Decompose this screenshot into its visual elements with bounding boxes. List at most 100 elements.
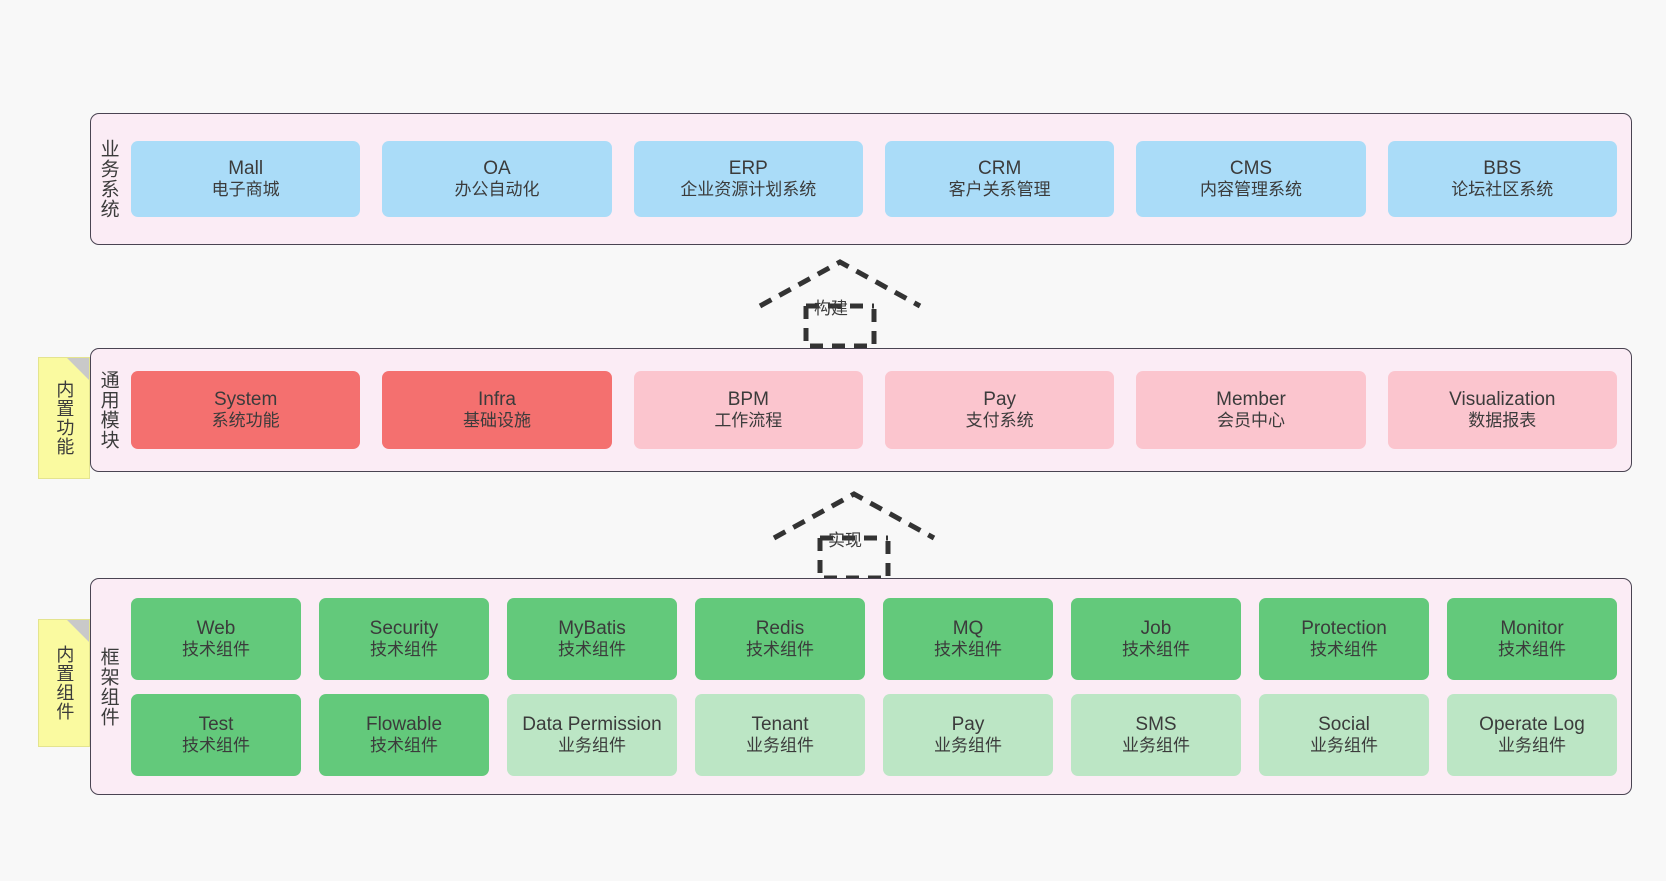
box-title: SMS <box>1135 713 1177 735</box>
box-title: Data Permission <box>522 713 662 735</box>
framework-box-test[interactable]: Test 技术组件 <box>131 693 301 776</box>
framework-box-mq[interactable]: MQ 技术组件 <box>883 597 1053 680</box>
framework-box-web[interactable]: Web 技术组件 <box>131 597 301 680</box>
box-title: Security <box>369 617 439 639</box>
layer-body-business: Mall 电子商城 OA 办公自动化 ERP 企业资源计划系统 CRM 客户关系… <box>125 114 1631 244</box>
box-subtitle: 工作流程 <box>714 411 783 431</box>
layer-panel-modules: 通用模块 System 系统功能 Infra 基础设施 BPM 工作流程 Pay… <box>90 348 1632 472</box>
box-subtitle: 客户关系管理 <box>948 180 1051 200</box>
business-box-crm[interactable]: CRM 客户关系管理 <box>884 141 1115 217</box>
framework-box-job[interactable]: Job 技术组件 <box>1071 597 1241 680</box>
box-subtitle: 技术组件 <box>370 639 438 659</box>
box-subtitle: 办公自动化 <box>454 180 540 200</box>
box-subtitle: 系统功能 <box>211 411 280 431</box>
box-title: Social <box>1318 713 1370 735</box>
box-title: Test <box>198 713 234 735</box>
framework-row-business: Test 技术组件 Flowable 技术组件 Data Permission … <box>131 693 1617 776</box>
box-title: Job <box>1140 617 1172 639</box>
framework-row-technical: Web 技术组件 Security 技术组件 MyBatis 技术组件 Redi… <box>131 597 1617 680</box>
box-title: Protection <box>1301 617 1387 639</box>
box-subtitle: 技术组件 <box>1310 639 1378 659</box>
layer-body-framework: Web 技术组件 Security 技术组件 MyBatis 技术组件 Redi… <box>125 579 1631 794</box>
box-title: Member <box>1216 389 1286 411</box>
framework-box-pay[interactable]: Pay 业务组件 <box>883 693 1053 776</box>
box-title: ERP <box>728 158 768 180</box>
box-title: Web <box>196 617 236 639</box>
layer-label-framework: 框架组件 <box>97 646 119 727</box>
note-label: 内置组件 <box>54 645 75 721</box>
sticky-note-builtin-component: 内置组件 <box>38 619 90 747</box>
arrow-build: 构建 <box>752 258 928 350</box>
box-subtitle: 数据报表 <box>1468 411 1537 431</box>
box-subtitle: 业务组件 <box>934 735 1002 755</box>
framework-box-tenant[interactable]: Tenant 业务组件 <box>695 693 865 776</box>
module-box-member[interactable]: Member 会员中心 <box>1136 371 1366 449</box>
box-title: Visualization <box>1449 389 1556 411</box>
box-title: Flowable <box>365 713 443 735</box>
box-subtitle: 技术组件 <box>182 639 250 659</box>
box-subtitle: 业务组件 <box>746 735 814 755</box>
framework-box-flowable[interactable]: Flowable 技术组件 <box>319 693 489 776</box>
box-subtitle: 论坛社区系统 <box>1451 180 1554 200</box>
box-title: MyBatis <box>558 617 626 639</box>
box-subtitle: 内容管理系统 <box>1199 180 1302 200</box>
box-title: MQ <box>952 617 984 639</box>
box-title: Pay <box>951 713 985 735</box>
box-title: CRM <box>978 158 1022 180</box>
sticky-note-builtin-function: 内置功能 <box>38 357 90 479</box>
framework-box-social[interactable]: Social 业务组件 <box>1259 693 1429 776</box>
arrow-label-implement: 实现 <box>828 531 862 550</box>
box-title: Tenant <box>751 713 809 735</box>
box-subtitle: 会员中心 <box>1216 411 1285 431</box>
box-title: Redis <box>755 617 805 639</box>
box-subtitle: 企业资源计划系统 <box>680 180 817 200</box>
arrow-label-build: 构建 <box>814 299 848 318</box>
arrow-head-path <box>772 491 936 541</box>
business-box-oa[interactable]: OA 办公自动化 <box>382 141 612 217</box>
box-title: Infra <box>477 389 516 411</box>
layer-label-business: 业务系统 <box>97 139 119 219</box>
framework-box-mybatis[interactable]: MyBatis 技术组件 <box>507 597 677 680</box>
framework-box-operate-log[interactable]: Operate Log 业务组件 <box>1447 693 1617 776</box>
module-box-pay[interactable]: Pay 支付系统 <box>884 371 1115 449</box>
box-subtitle: 业务组件 <box>1498 735 1566 755</box>
box-subtitle: 业务组件 <box>1310 735 1378 755</box>
box-title: BBS <box>1483 158 1522 180</box>
framework-box-redis[interactable]: Redis 技术组件 <box>695 597 865 680</box>
framework-box-protection[interactable]: Protection 技术组件 <box>1259 597 1429 680</box>
module-box-infra[interactable]: Infra 基础设施 <box>382 371 612 449</box>
box-subtitle: 业务组件 <box>1122 735 1190 755</box>
box-title: Operate Log <box>1479 713 1585 735</box>
framework-box-data-permission[interactable]: Data Permission 业务组件 <box>507 693 677 776</box>
layer-label-modules: 通用模块 <box>97 370 119 450</box>
note-fold-corner-icon <box>67 620 89 642</box>
box-title: BPM <box>727 389 769 411</box>
module-box-bpm[interactable]: BPM 工作流程 <box>633 371 863 449</box>
note-label: 内置功能 <box>54 380 75 456</box>
box-subtitle: 支付系统 <box>965 411 1034 431</box>
module-box-visualization[interactable]: Visualization 数据报表 <box>1387 371 1617 449</box>
framework-box-monitor[interactable]: Monitor 技术组件 <box>1447 597 1617 680</box>
box-subtitle: 技术组件 <box>1498 639 1566 659</box>
business-box-mall[interactable]: Mall 电子商城 <box>131 141 361 217</box>
layer-panel-framework: 框架组件 Web 技术组件 Security 技术组件 MyBatis 技术组件… <box>90 578 1632 795</box>
layer-body-modules: System 系统功能 Infra 基础设施 BPM 工作流程 Pay 支付系统… <box>125 349 1631 471</box>
box-title: Monitor <box>1500 617 1564 639</box>
box-title: Pay <box>983 389 1017 411</box>
business-box-erp[interactable]: ERP 企业资源计划系统 <box>633 141 863 217</box>
box-subtitle: 技术组件 <box>1122 639 1190 659</box>
framework-box-security[interactable]: Security 技术组件 <box>319 597 489 680</box>
box-subtitle: 基础设施 <box>462 411 531 431</box>
module-box-system[interactable]: System 系统功能 <box>131 371 361 449</box>
note-fold-corner-icon <box>67 358 89 380</box>
business-row: Mall 电子商城 OA 办公自动化 ERP 企业资源计划系统 CRM 客户关系… <box>131 141 1617 217</box>
business-box-cms[interactable]: CMS 内容管理系统 <box>1136 141 1366 217</box>
box-subtitle: 技术组件 <box>934 639 1002 659</box>
box-subtitle: 技术组件 <box>558 639 626 659</box>
business-box-bbs[interactable]: BBS 论坛社区系统 <box>1387 141 1617 217</box>
box-subtitle: 电子商城 <box>211 180 280 200</box>
arrow-implement: 实现 <box>766 490 942 582</box>
framework-box-sms[interactable]: SMS 业务组件 <box>1071 693 1241 776</box>
modules-row: System 系统功能 Infra 基础设施 BPM 工作流程 Pay 支付系统… <box>131 371 1617 449</box>
arrow-shaft-path <box>803 306 877 349</box>
